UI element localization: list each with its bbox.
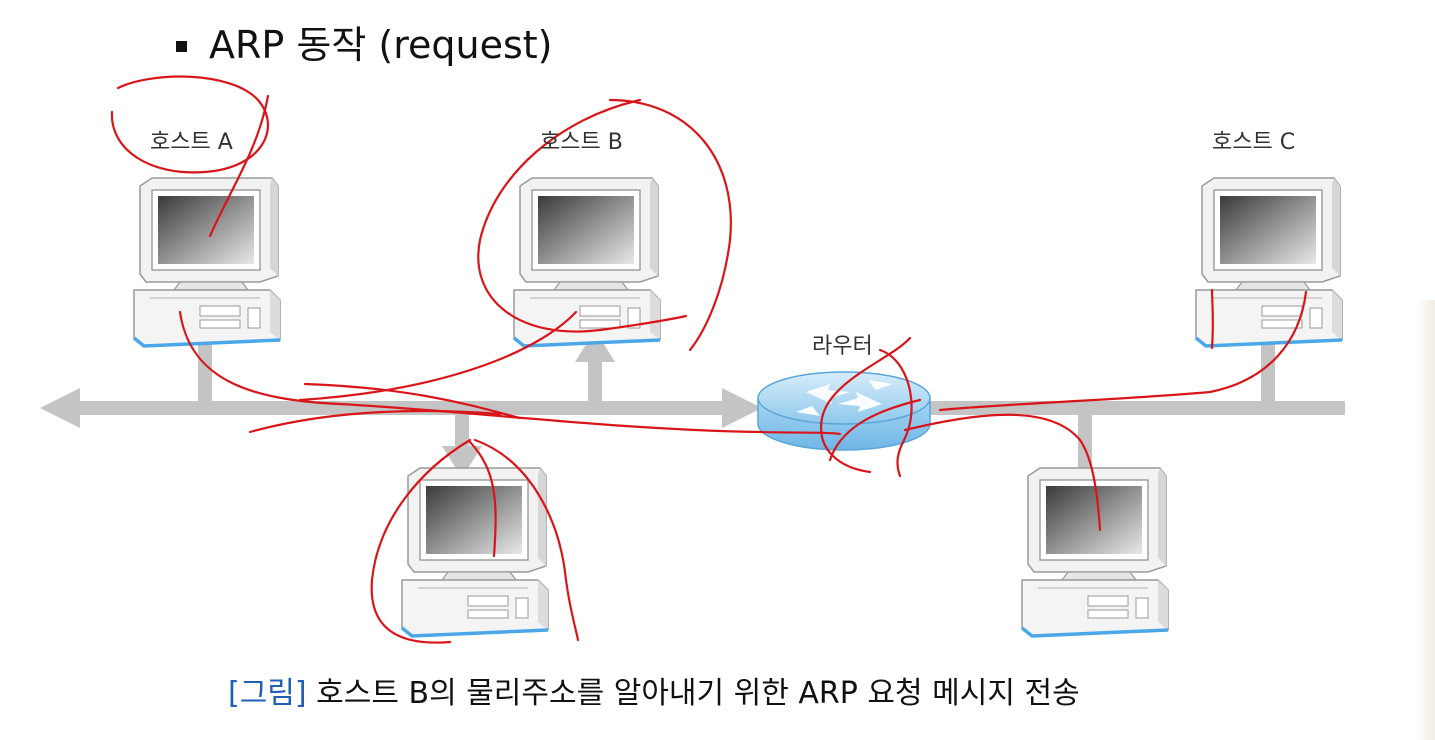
host-e-computer-icon xyxy=(1020,466,1170,638)
slide-title: ARP 동작 (request) xyxy=(176,20,553,70)
network-backbone xyxy=(40,388,1345,428)
host-c-computer-icon xyxy=(1194,176,1344,348)
slide-title-text: ARP 동작 (request) xyxy=(209,23,553,67)
edge-shadow xyxy=(1415,300,1435,740)
host-c-label: 호스트 C xyxy=(1212,130,1296,155)
figure-caption-text: 호스트 B의 물리주소를 알아내기 위한 ARP 요청 메시지 전송 xyxy=(306,676,1080,711)
host-b-computer-icon xyxy=(512,176,662,348)
figure-caption: [그림] 호스트 B의 물리주소를 알아내기 위한 ARP 요청 메시지 전송 xyxy=(228,672,1080,716)
host-a-computer-icon xyxy=(132,176,282,348)
host-a-label: 호스트 A xyxy=(150,130,233,155)
network-drops xyxy=(198,330,1275,478)
router-label: 라우터 xyxy=(812,334,873,359)
host-b-label: 호스트 B xyxy=(540,130,623,155)
handwritten-annotations xyxy=(110,75,1308,644)
bullet-icon xyxy=(176,40,187,52)
figure-caption-tag: [그림] xyxy=(228,676,307,711)
host-d-computer-icon xyxy=(400,466,550,638)
